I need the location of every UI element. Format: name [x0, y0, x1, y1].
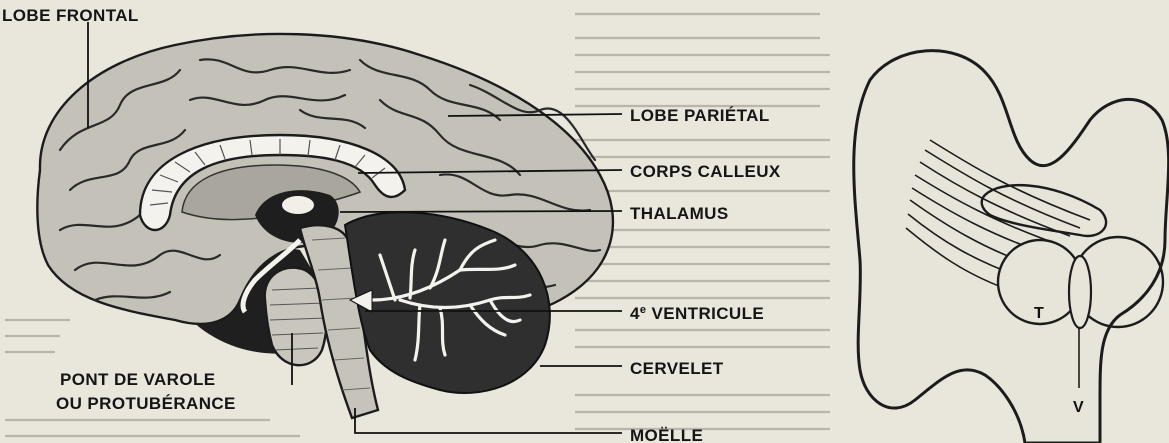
- label-pont-de-varole: PONT DE VAROLE: [60, 370, 215, 389]
- label-lobe-parietal: LOBE PARIÉTAL: [630, 106, 770, 125]
- label-moelle: MOËLLE: [630, 426, 703, 443]
- label-corps-calleux: CORPS CALLEUX: [630, 162, 781, 181]
- label-thalamus: THALAMUS: [630, 204, 729, 223]
- label-cervelet: CERVELET: [630, 359, 724, 378]
- inset-label-t: T: [1034, 305, 1044, 322]
- label-4e-ventricule-word: VENTRICULE: [646, 304, 764, 323]
- label-4e-ventricule: 4e VENTRICULE: [630, 304, 764, 323]
- thalamus-highlight: [282, 196, 314, 214]
- inset-midline-ventricle: [1069, 256, 1091, 328]
- label-lobe-frontal: LOBE FRONTAL: [2, 6, 139, 25]
- thalamic-section-inset: T V: [854, 51, 1169, 443]
- label-ou-protuberance: OU PROTUBÉRANCE: [56, 394, 236, 413]
- label-4e-ventricule-number: 4: [630, 304, 640, 323]
- brain-sagittal-section: [37, 34, 613, 418]
- inset-outline: [854, 51, 1169, 443]
- inset-label-v: V: [1073, 399, 1084, 416]
